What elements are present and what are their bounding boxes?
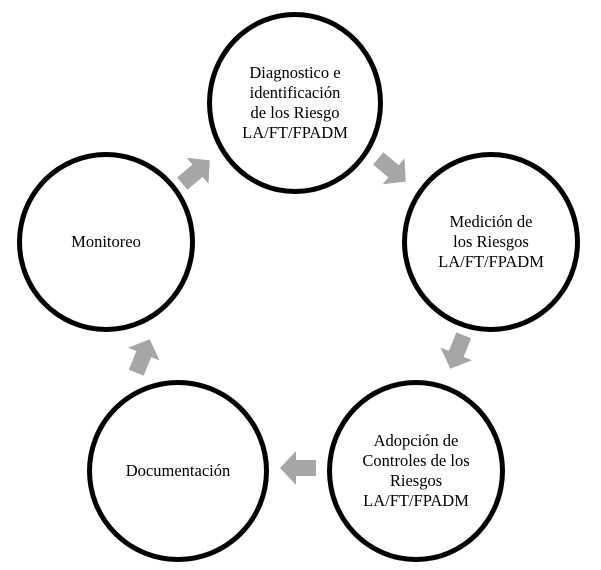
node-adopcion-line-4: LA/FT/FPADM: [363, 491, 469, 510]
arrow-adopcion-to-documentacion: [280, 451, 316, 485]
node-medicion-line-1: Medición de: [449, 212, 533, 231]
node-documentacion-text: Documentación: [126, 461, 230, 481]
arrow-diagnostico-to-medicion: [367, 145, 417, 195]
node-medicion-line-3: LA/FT/FPADM: [438, 252, 544, 271]
node-medicion-line-2: los Riesgos: [453, 232, 529, 251]
node-monitoreo: Monitoreo: [17, 152, 195, 332]
node-diagnostico-line-3: de los Riesgo: [250, 103, 340, 122]
node-diagnostico-text: Diagnostico e identificación de los Ries…: [242, 63, 348, 143]
node-documentacion-line-1: Documentación: [125, 461, 231, 480]
node-diagnostico-line-1: Diagnostico e: [249, 63, 341, 82]
node-medicion-text: Medición de los Riesgos LA/FT/FPADM: [438, 212, 544, 272]
node-diagnostico-line-4: LA/FT/FPADM: [242, 123, 348, 142]
node-diagnostico-line-2: identificación: [249, 83, 341, 102]
arrow-monitoreo-to-diagnostico: [171, 147, 221, 197]
node-adopcion: Adopción de Controles de los Riesgos LA/…: [327, 380, 505, 562]
node-adopcion-line-1: Adopción de: [373, 431, 459, 450]
node-medicion: Medición de los Riesgos LA/FT/FPADM: [402, 152, 580, 332]
arrow-documentacion-to-monitoreo: [120, 332, 166, 380]
node-monitoreo-line-1: Monitoreo: [71, 232, 141, 251]
arrow-medicion-to-adopcion: [434, 328, 480, 376]
node-adopcion-line-3: Riesgos: [389, 471, 443, 490]
node-diagnostico: Diagnostico e identificación de los Ries…: [207, 12, 383, 194]
node-monitoreo-text: Monitoreo: [71, 232, 141, 252]
node-adopcion-text: Adopción de Controles de los Riesgos LA/…: [362, 431, 469, 511]
node-adopcion-line-2: Controles de los: [362, 451, 470, 470]
node-documentacion: Documentación: [87, 380, 269, 562]
